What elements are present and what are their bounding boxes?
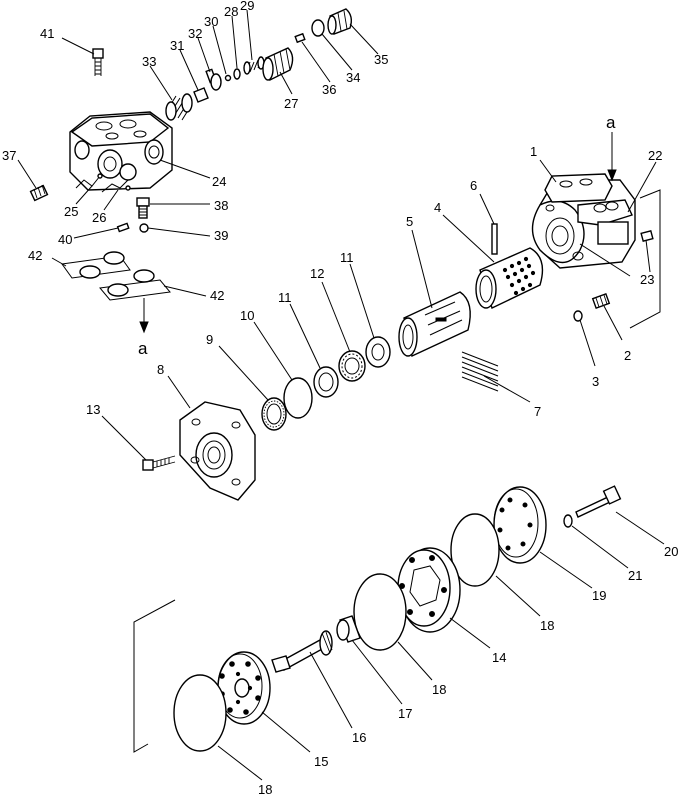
group-bracket-bottom [133, 599, 176, 753]
callout-22: 22 [648, 148, 662, 163]
callout-8: 8 [157, 362, 164, 377]
bearing-part-12 [338, 350, 366, 382]
callout-3: 3 [592, 374, 599, 389]
pin-part-6 [491, 223, 498, 255]
callout-34: 34 [346, 70, 360, 85]
ball-part-30 [224, 74, 232, 82]
callout-5: 5 [406, 214, 413, 229]
o-ring-part-3 [573, 310, 583, 322]
gerotor-part-14 [397, 547, 461, 633]
callout-37: 37 [2, 148, 16, 163]
plug-part-37 [29, 184, 49, 202]
callout-18-upper: 18 [540, 618, 554, 633]
washer-part-11-upper [365, 336, 391, 368]
callout-33: 33 [142, 54, 156, 69]
callout-16: 16 [352, 730, 366, 745]
pin-part-40 [116, 222, 130, 233]
plug-part-2 [591, 293, 611, 309]
bolt-part-20 [575, 485, 622, 518]
callout-41: 41 [40, 26, 54, 41]
drive-shaft-part-16 [271, 630, 333, 673]
callout-24: 24 [212, 174, 226, 189]
nozzle-part-38 [136, 197, 150, 219]
ring-part-28 [233, 68, 241, 80]
group-bracket-right [629, 189, 661, 329]
bolt-part-13 [142, 455, 176, 471]
o-ring-part-18-b [353, 573, 407, 651]
view-ref-a-top: a [606, 113, 616, 132]
plug-part-23 [640, 229, 654, 243]
callout-11-upper: 11 [340, 250, 354, 265]
springs-part-7 [461, 351, 499, 392]
washer-part-21 [563, 514, 573, 528]
callout-28: 28 [224, 4, 238, 19]
callout-23: 23 [640, 272, 654, 287]
callout-21: 21 [628, 568, 642, 583]
bushing-part-17 [336, 615, 361, 643]
flange-part-8 [179, 401, 256, 501]
seal-part-9 [261, 397, 287, 431]
callout-14: 14 [492, 650, 506, 665]
callout-4: 4 [434, 200, 441, 215]
washer-part-11-lower [313, 366, 339, 398]
gasket-part-42 [61, 251, 171, 301]
valve-block-part-24 [69, 111, 173, 191]
callout-6: 6 [470, 178, 477, 193]
callout-29: 29 [240, 0, 254, 13]
callout-18-middle: 18 [432, 682, 446, 697]
callout-17: 17 [398, 706, 412, 721]
callout-18-lower: 18 [258, 782, 272, 794]
callout-15: 15 [314, 754, 328, 769]
seat-part-32 [205, 68, 222, 91]
spool-part-5 [398, 291, 471, 358]
callout-19: 19 [592, 588, 606, 603]
callout-7: 7 [534, 404, 541, 419]
callout-36: 36 [322, 82, 336, 97]
sleeve-part-4 [475, 247, 544, 309]
callout-2: 2 [624, 348, 631, 363]
arrow-a-left [139, 298, 149, 334]
callout-42-left: 42 [28, 248, 42, 263]
callout-32: 32 [188, 26, 202, 41]
callout-10: 10 [240, 308, 254, 323]
callout-38: 38 [214, 198, 228, 213]
callout-9: 9 [206, 332, 213, 347]
callout-25: 25 [64, 204, 78, 219]
o-ring-part-34 [311, 19, 325, 37]
callout-35: 35 [374, 52, 388, 67]
spring-part-33 [165, 93, 193, 121]
pin-part-36 [294, 32, 306, 44]
callout-11-lower: 11 [278, 290, 292, 305]
pin-part-25 [75, 173, 103, 189]
callout-1: 1 [530, 144, 537, 159]
arrow-a-top [607, 132, 617, 182]
ball-part-39 [139, 223, 149, 233]
spring-part-29 [243, 56, 265, 75]
callout-31: 31 [170, 38, 184, 53]
o-ring-part-10 [283, 377, 313, 419]
callout-12: 12 [310, 266, 324, 281]
pin-part-26 [101, 179, 131, 193]
housing-part-1 [531, 173, 636, 269]
view-ref-a-left: a [138, 339, 148, 358]
callout-39: 39 [214, 228, 228, 243]
callout-42-right: 42 [210, 288, 224, 303]
leader-lines [17, 9, 665, 781]
callout-26: 26 [92, 210, 106, 225]
o-ring-part-18-c [173, 674, 227, 752]
bolt-part-41 [92, 48, 104, 76]
plug-part-27 [262, 47, 294, 82]
callout-40: 40 [58, 232, 72, 247]
end-cap-part-19 [493, 486, 547, 564]
callout-20: 20 [664, 544, 678, 559]
cap-part-35 [327, 8, 353, 35]
callout-13: 13 [86, 402, 100, 417]
callout-30: 30 [204, 14, 218, 29]
poppet-part-31 [193, 87, 209, 103]
o-ring-part-18-a [450, 513, 500, 587]
callout-27: 27 [284, 96, 298, 111]
